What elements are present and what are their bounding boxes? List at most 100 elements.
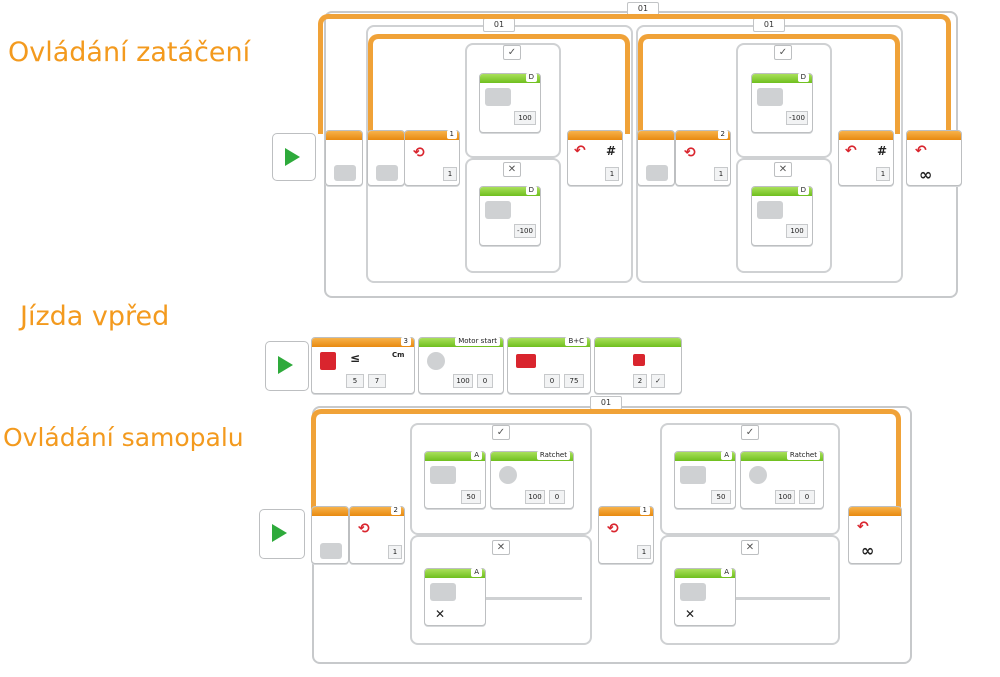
- turning-right-case-true[interactable]: [736, 43, 832, 158]
- loop-icon: ↶: [574, 143, 586, 159]
- turning-right-case-false[interactable]: [736, 158, 832, 273]
- turning-outer-loop-end[interactable]: ↶ ∞: [906, 130, 962, 186]
- gun-outer-loop-label[interactable]: 01: [590, 396, 622, 410]
- case-true-tab[interactable]: ✓: [774, 45, 792, 60]
- turning-left-loop-wire: [368, 34, 630, 134]
- speaker-icon: [427, 352, 445, 370]
- gun-outer-loop-wire: [311, 409, 901, 509]
- gun-loop-end[interactable]: ↶ ∞: [848, 506, 902, 564]
- wait-port: 3: [400, 337, 411, 346]
- sensor-icon: ⟲: [358, 521, 370, 537]
- switch-value: 1: [714, 167, 728, 181]
- brick-light-icon: [633, 354, 645, 366]
- switch-port-label: 1: [639, 506, 650, 515]
- turning-right-loop-wire: [638, 34, 900, 134]
- turning-left-case-false[interactable]: [465, 158, 561, 273]
- sensor-icon: ⟲: [413, 145, 425, 161]
- case-false-tab[interactable]: ✕: [492, 540, 510, 555]
- speaker-icon: [749, 466, 767, 484]
- gun-switch-1[interactable]: 2 ⟲ 1: [349, 506, 405, 564]
- turning-left-loop-start[interactable]: [367, 130, 405, 186]
- gun-motor-stop-2[interactable]: A ✕: [674, 568, 736, 626]
- switch-port-label: 2: [717, 130, 728, 139]
- sensor-icon: ⟲: [684, 145, 696, 161]
- turning-start-block[interactable]: [272, 133, 316, 181]
- case-true-tab[interactable]: ✓: [492, 425, 510, 440]
- play-icon: [285, 148, 300, 166]
- sound-file-label: Motor start: [455, 337, 500, 346]
- infinity-symbol: ∞: [919, 165, 933, 184]
- turning-switch-2[interactable]: 2 ⟲ 1: [675, 130, 731, 186]
- sound-volume: 100: [453, 374, 473, 388]
- motor-power: 50: [461, 490, 481, 504]
- turning-left-loop-end[interactable]: ↶ # 1: [567, 130, 623, 186]
- motor-port: D: [797, 73, 809, 82]
- gun-left-case-true[interactable]: [410, 423, 592, 535]
- forward-sound-block[interactable]: Motor start 100 0: [418, 337, 504, 394]
- switch-value: 1: [443, 167, 457, 181]
- sound-play-type: 0: [799, 490, 815, 504]
- sound-volume: 100: [775, 490, 795, 504]
- motor-icon: [757, 201, 783, 219]
- case-false-tab[interactable]: ✕: [503, 162, 521, 177]
- forward-light-block[interactable]: 2 ✓: [594, 337, 682, 394]
- turning-right-loop-end[interactable]: ↶ # 1: [838, 130, 894, 186]
- light-check: ✓: [651, 374, 665, 388]
- loop-icon: ↶: [915, 143, 927, 159]
- turning-switch-1[interactable]: 1 ⟲ 1: [404, 130, 460, 186]
- gun-sound-2[interactable]: Ratchet 100 0: [740, 451, 824, 509]
- title-forward: Jízda vpřed: [20, 301, 170, 332]
- case-true-tab[interactable]: ✓: [503, 45, 521, 60]
- gun-switch-2[interactable]: 1 ⟲ 1: [598, 506, 654, 564]
- motor-port: A: [721, 451, 732, 460]
- turning-left-case-true[interactable]: [465, 43, 561, 158]
- motor-port: D: [525, 73, 537, 82]
- gun-motor-1[interactable]: A 50: [424, 451, 486, 509]
- case-false-tab[interactable]: ✕: [741, 540, 759, 555]
- case-true-tab[interactable]: ✓: [741, 425, 759, 440]
- gun-motor-2[interactable]: A 50: [674, 451, 736, 509]
- light-mode: 2: [633, 374, 647, 388]
- gun-right-case-false[interactable]: [660, 535, 840, 645]
- compare-symbol: ≤: [350, 351, 361, 365]
- turning-motor-3[interactable]: D -100: [751, 73, 813, 133]
- turning-outer-loop-start[interactable]: [325, 130, 363, 186]
- sound-play-type: 0: [549, 490, 565, 504]
- turning-motor-1[interactable]: D 100: [479, 73, 541, 133]
- steering-ports: B+C: [565, 337, 587, 346]
- gun-start-block[interactable]: [259, 509, 305, 559]
- motor-icon: [485, 201, 511, 219]
- motor-port: A: [471, 451, 482, 460]
- motor-icon: [430, 466, 456, 484]
- gun-motor-stop-1[interactable]: A ✕: [424, 568, 486, 626]
- case-false-tab[interactable]: ✕: [774, 162, 792, 177]
- stop-x-icon: ✕: [435, 607, 446, 621]
- turning-outer-loop-wire: [318, 14, 951, 134]
- wait-mode: 5: [346, 374, 364, 388]
- gun-sound-1[interactable]: Ratchet 100 0: [490, 451, 574, 509]
- gun-loop-start[interactable]: [311, 506, 349, 564]
- loop-count: 1: [605, 167, 619, 181]
- turning-motor-2[interactable]: D -100: [479, 186, 541, 246]
- gun-left-case-false[interactable]: [410, 535, 592, 645]
- sound-play-type: 0: [477, 374, 493, 388]
- motor-power: 100: [514, 111, 536, 125]
- forward-start-block[interactable]: [265, 341, 309, 391]
- switch-value: 1: [637, 545, 651, 559]
- turning-right-loop-start[interactable]: [637, 130, 675, 186]
- units-label: Cm: [392, 351, 405, 359]
- sound-file-label: Ratchet: [786, 451, 820, 460]
- play-icon: [272, 524, 287, 542]
- motor-power: 50: [711, 490, 731, 504]
- steering-value: 0: [544, 374, 560, 388]
- steering-power: 75: [564, 374, 584, 388]
- motor-port: A: [471, 568, 482, 577]
- forward-steering-block[interactable]: B+C 0 75: [507, 337, 591, 394]
- count-symbol: #: [606, 144, 617, 158]
- gun-right-case-true[interactable]: [660, 423, 840, 535]
- hourglass-icon: [320, 352, 336, 370]
- turning-motor-4[interactable]: D 100: [751, 186, 813, 246]
- motor-icon: [430, 583, 456, 601]
- count-symbol: #: [877, 144, 888, 158]
- forward-wait-block[interactable]: 3 ≤ Cm 5 7: [311, 337, 415, 394]
